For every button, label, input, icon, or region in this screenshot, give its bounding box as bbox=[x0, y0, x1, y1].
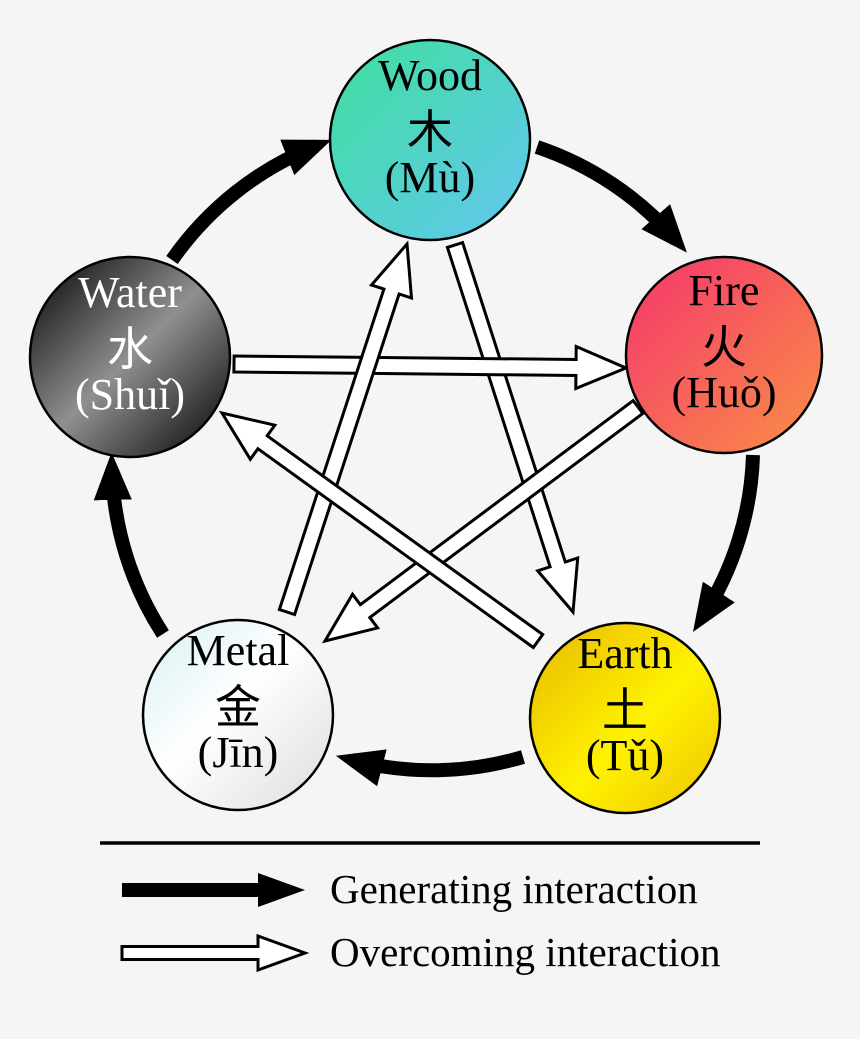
overcoming-arrows bbox=[218, 240, 645, 650]
element-node-water: Water 水 (Shuǐ) bbox=[28, 255, 232, 459]
element-node-earth: Earth 土 (Tǔ) bbox=[528, 621, 722, 815]
fire-circle bbox=[624, 255, 824, 455]
metal-name: Metal bbox=[187, 626, 290, 675]
earth-name: Earth bbox=[577, 629, 672, 678]
overcoming-arrow-fire-metal bbox=[321, 398, 645, 644]
generating-arrow-metal-water bbox=[93, 452, 169, 638]
earth-circle bbox=[528, 621, 722, 815]
water-pinyin: (Shuǐ) bbox=[75, 370, 185, 419]
fire-hanzi: 火 bbox=[701, 322, 747, 373]
generating-arrow-water-wood bbox=[166, 139, 332, 265]
generating-legend-label: Generating interaction bbox=[330, 866, 698, 912]
element-node-metal: Metal 金 (Jīn) bbox=[141, 618, 335, 812]
water-name: Water bbox=[78, 268, 182, 317]
generating-arrow-wood-fire bbox=[534, 140, 687, 253]
earth-pinyin: (Tǔ) bbox=[586, 731, 664, 780]
overcoming-legend-arrow-icon bbox=[120, 933, 310, 973]
element-node-wood: Wood 木 (Mù) bbox=[328, 38, 532, 242]
overcoming-arrow-water-fire bbox=[232, 344, 630, 391]
wood-pinyin: (Mù) bbox=[385, 153, 475, 202]
water-hanzi: 水 bbox=[107, 324, 153, 375]
fire-name: Fire bbox=[689, 266, 760, 315]
metal-circle bbox=[141, 618, 335, 812]
overcoming-arrow-wood-earth bbox=[445, 240, 580, 616]
wood-name: Wood bbox=[378, 51, 482, 100]
metal-hanzi: 金 bbox=[215, 682, 261, 733]
generating-legend-arrow-icon bbox=[122, 873, 305, 907]
generating-arrows bbox=[93, 139, 760, 787]
overcoming-arrow-metal-wood bbox=[277, 240, 414, 617]
generating-arrow-fire-earth bbox=[692, 454, 760, 632]
wood-circle bbox=[328, 38, 532, 242]
water-circle bbox=[28, 255, 232, 459]
metal-pinyin: (Jīn) bbox=[198, 728, 279, 777]
fire-pinyin: (Huǒ) bbox=[671, 368, 776, 417]
legend: Generating interaction Overcoming intera… bbox=[100, 841, 760, 975]
element-node-fire: Fire 火 (Huǒ) bbox=[624, 255, 824, 455]
overcoming-legend-label: Overcoming interaction bbox=[330, 929, 721, 975]
earth-hanzi: 土 bbox=[602, 685, 648, 736]
wood-hanzi: 木 bbox=[407, 107, 453, 158]
overcoming-arrow-earth-water bbox=[218, 410, 545, 650]
generating-arrow-earth-metal bbox=[335, 749, 525, 787]
